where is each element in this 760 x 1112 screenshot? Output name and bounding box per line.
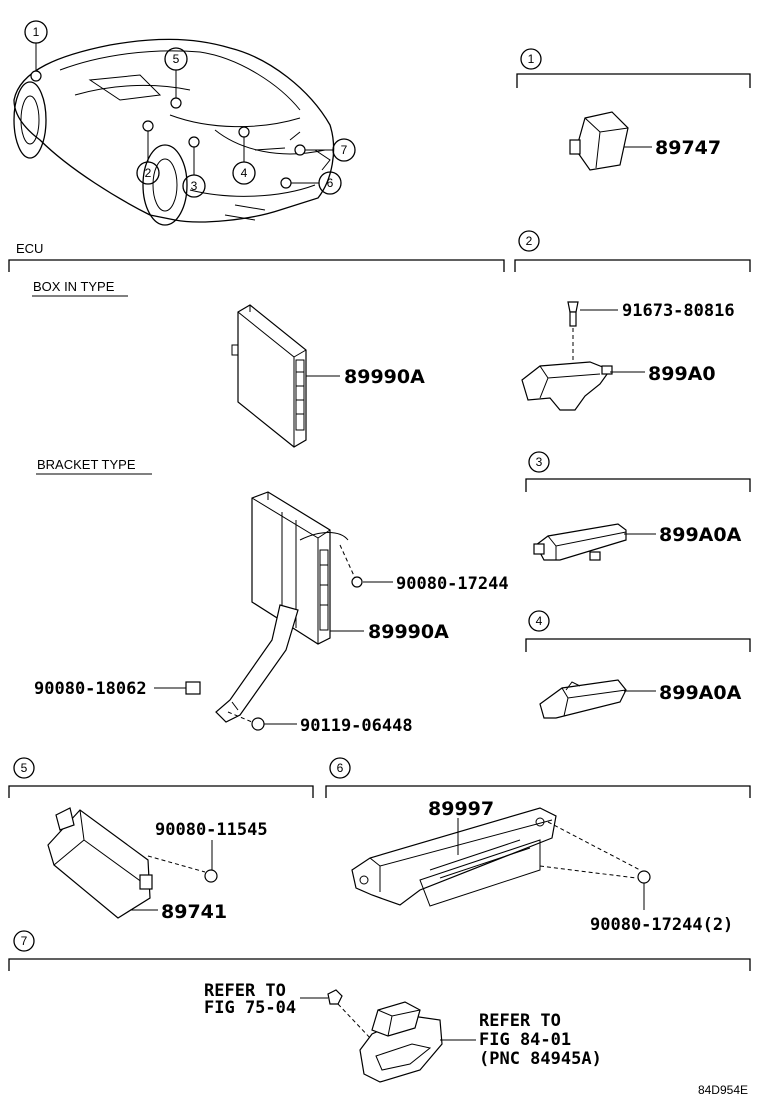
svg-text:1: 1 bbox=[528, 52, 535, 66]
vehicle-overview: 1 5 2 3 4 6 7 bbox=[13, 20, 356, 226]
svg-text:4: 4 bbox=[536, 614, 543, 628]
part-90119-06448: 90119-06448 bbox=[300, 716, 413, 736]
part-89741-shape bbox=[47, 807, 153, 919]
bracket-type-label: BRACKET TYPE bbox=[37, 457, 136, 472]
ecu-section: ECU BOX IN TYPE 89990A BRACKET TYPE bbox=[8, 241, 509, 736]
part-899a0: 899A0 bbox=[648, 363, 716, 385]
part-89997: 89997 bbox=[428, 798, 494, 820]
callout-5: 5 bbox=[164, 47, 188, 71]
part-899a0a-3-shape bbox=[533, 523, 627, 561]
svg-text:3: 3 bbox=[191, 179, 198, 193]
svg-text:7: 7 bbox=[21, 934, 28, 948]
refer-right-line1: REFER TO bbox=[479, 1011, 561, 1031]
svg-text:2: 2 bbox=[526, 234, 533, 248]
part-89747-shape bbox=[569, 111, 629, 171]
svg-text:6: 6 bbox=[337, 761, 344, 775]
part-89741: 89741 bbox=[161, 901, 227, 923]
part-91673-80816: 91673-80816 bbox=[622, 301, 735, 321]
callout-7: 7 bbox=[332, 138, 356, 162]
svg-text:5: 5 bbox=[21, 761, 28, 775]
refer-part-shape bbox=[359, 1001, 443, 1083]
part-90080-17244: 90080-17244 bbox=[396, 574, 509, 594]
box-in-type-label: BOX IN TYPE bbox=[33, 279, 115, 294]
ecu-label: ECU bbox=[16, 241, 43, 256]
part-90080-18062: 90080-18062 bbox=[34, 679, 147, 699]
part-89990a-box: 89990A bbox=[344, 366, 425, 388]
callout-1: 1 bbox=[24, 20, 48, 44]
section-4: 4 899A0A bbox=[525, 610, 751, 719]
ecu-box-in-type-shape bbox=[231, 304, 307, 448]
refer-left-line1: REFER TO bbox=[204, 981, 286, 1001]
svg-text:7: 7 bbox=[341, 143, 348, 157]
svg-text:5: 5 bbox=[173, 52, 180, 66]
section-3: 3 899A0A bbox=[525, 451, 751, 561]
svg-text:1: 1 bbox=[33, 25, 40, 39]
part-90080-17244-2: 90080-17244(2) bbox=[590, 915, 733, 935]
part-89990a-bracket: 89990A bbox=[368, 621, 449, 643]
part-90080-11545: 90080-11545 bbox=[155, 820, 268, 840]
refer-right-line3: (PNC 84945A) bbox=[479, 1049, 602, 1069]
section-7: 7 REFER TO FIG 75-04 REFER TO FIG 84-01 … bbox=[8, 930, 751, 1083]
refer-left-line2: FIG 75-04 bbox=[204, 998, 296, 1018]
diagram-code: 84D954E bbox=[698, 1083, 748, 1097]
callout-6: 6 bbox=[318, 171, 342, 195]
part-899a0a-3: 899A0A bbox=[659, 524, 742, 546]
callout-3: 3 bbox=[182, 174, 206, 198]
callout-2: 2 bbox=[136, 161, 160, 185]
refer-right-line2: FIG 84-01 bbox=[479, 1030, 571, 1050]
svg-text:2: 2 bbox=[145, 166, 152, 180]
callout-4: 4 bbox=[232, 161, 256, 185]
ecu-bracket-type-shape bbox=[215, 491, 349, 723]
svg-text:3: 3 bbox=[536, 455, 543, 469]
section-5: 5 90080-11545 89741 bbox=[8, 757, 314, 923]
section-2: 2 91673-80816 899A0 bbox=[514, 230, 751, 411]
section-1: 1 89747 bbox=[516, 48, 751, 171]
part-899a0a-4-shape bbox=[539, 679, 627, 719]
part-899a0-shape bbox=[521, 361, 613, 411]
part-899a0a-4: 899A0A bbox=[659, 682, 742, 704]
section-6: 6 89997 90080-17244(2) bbox=[325, 757, 751, 935]
svg-text:4: 4 bbox=[241, 166, 248, 180]
part-89747: 89747 bbox=[655, 137, 721, 159]
svg-text:6: 6 bbox=[327, 176, 334, 190]
part-89997-shape bbox=[351, 807, 557, 907]
